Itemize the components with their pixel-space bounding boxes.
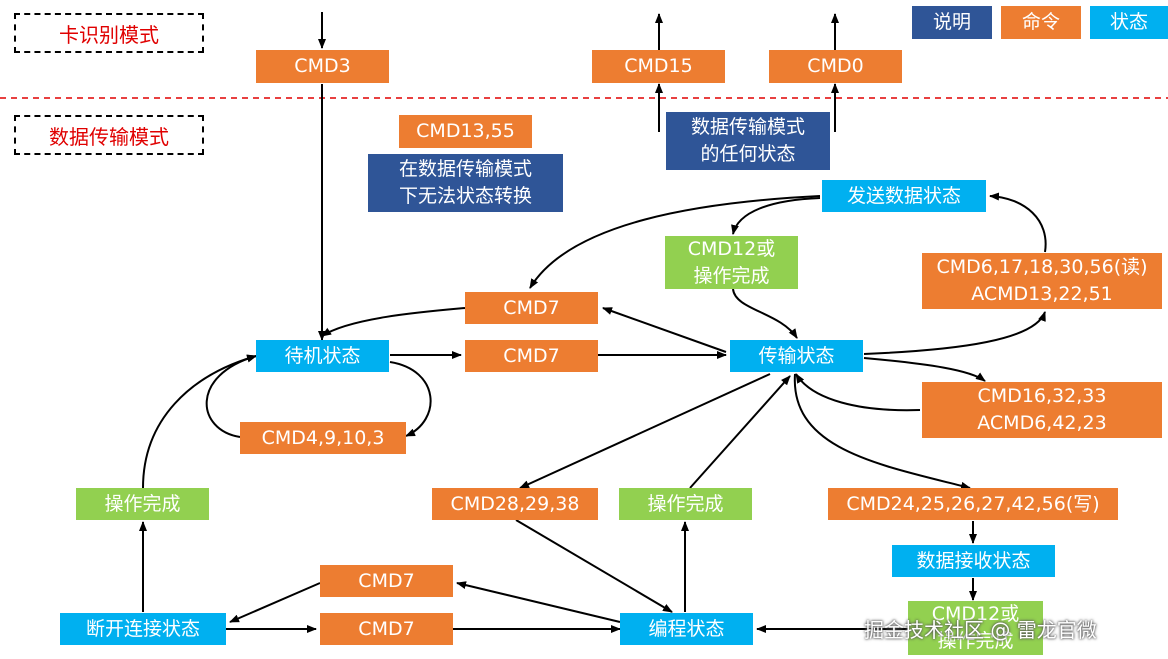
cmd7-bottom1-box: CMD7 [320,565,453,597]
arrow-done-to-transfer [689,375,791,489]
cmd28-box: CMD28,29,38 [432,488,598,520]
cmd12-or-done-bottom: CMD12或 操作完成 [908,601,1043,655]
arrow-transfer-to-cmd16 [863,357,986,382]
arrow-readcmd-to-sending [989,192,1047,253]
cmd7-bottom2-box: CMD7 [320,613,453,645]
write-commands-box: CMD24,25,26,27,42,56(写) [828,488,1118,520]
cmd7-top-box: CMD7 [465,292,598,324]
cmd4-box: CMD4,9,10,3 [240,422,406,454]
mode-card-identification: 卡识别模式 [14,13,204,53]
cmd16-box: CMD16,32,33 ACMD6,42,23 [922,382,1162,438]
cmd3-box: CMD3 [256,50,389,83]
arrow-standby-loop-to-cmd4 [389,361,432,437]
cmd12-or-done-top: CMD12或 操作完成 [665,236,798,289]
mode-data-transfer: 数据传输模式 [14,115,204,155]
programming-state: 编程状态 [620,613,753,645]
arrow-transfer-to-cmd28 [519,373,771,489]
arrow-cmd28-to-programming [515,519,673,613]
read-commands-box: CMD6,17,18,30,56(读) ACMD13,22,51 [922,253,1162,309]
arrow-cmd16-to-transfer [795,373,921,412]
receiving-data-state: 数据接收状态 [892,545,1055,577]
legend-note: 说明 [912,6,992,39]
arrow-sending-to-cmd12 [731,197,821,235]
cmd15-box: CMD15 [592,50,725,83]
watermark: 掘金技术社区 @ 雷龙官微 [864,618,1097,642]
arrow-sending-to-cmd7 [529,195,821,289]
note-no-state-transition: 在数据传输模式 下无法状态转换 [368,154,563,212]
cmd13-55-box: CMD13,55 [399,115,532,148]
legend-command: 命令 [1001,6,1081,39]
cmd7-middle-box: CMD7 [465,340,598,372]
legend-state: 状态 [1090,6,1168,39]
transfer-state: 传输状态 [730,340,863,372]
arrow-cmd12-to-transfer [732,288,798,339]
cmd0-box: CMD0 [769,50,902,83]
operation-done-left: 操作完成 [76,488,209,520]
arrow-transfer-to-readcmd [863,311,1046,355]
note-any-data-transfer-state: 数据传输模式 的任何状态 [666,112,830,170]
sending-data-state: 发送数据状态 [822,180,986,212]
operation-done-middle: 操作完成 [619,488,752,520]
arrow-cmd7-to-standby [321,307,466,337]
arrow-programming-to-cmd7 [456,581,621,623]
standby-state: 待机状态 [256,340,389,372]
arrow-cmd4-loop-to-standby [205,354,257,438]
arrow-transfer-to-cmd7 [602,307,727,353]
disconnect-state: 断开连接状态 [60,613,226,645]
arrow-cmd7-to-disconnect [229,582,321,623]
arrow-transfer-to-writecmd [793,373,971,490]
arrow-done-to-standby [142,354,257,489]
